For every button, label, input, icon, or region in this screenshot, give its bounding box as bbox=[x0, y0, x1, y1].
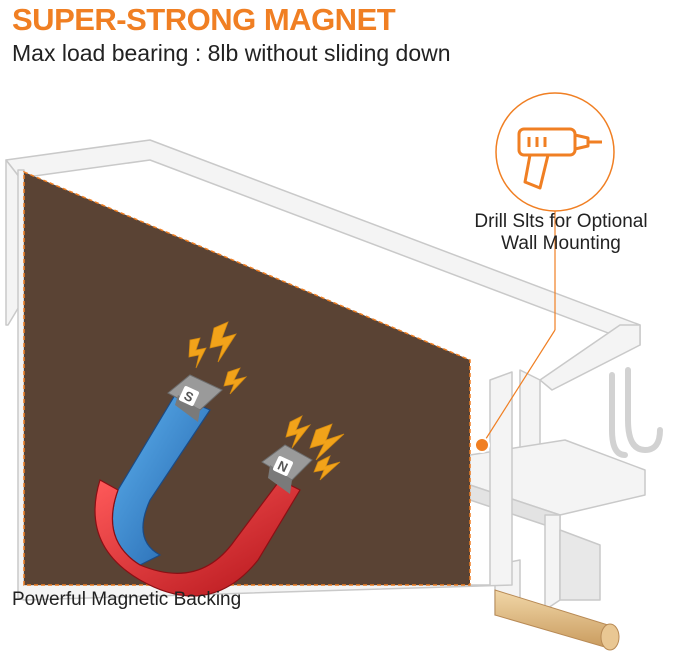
drill-slot-marker bbox=[474, 437, 490, 453]
subheadline: Max load bearing : 8lb without sliding d… bbox=[12, 40, 451, 66]
drill-slots-caption: Drill Slts for Optional Wall Mounting bbox=[454, 211, 668, 255]
drill-icon bbox=[517, 127, 602, 190]
lightning-icon bbox=[188, 321, 345, 481]
magnetic-backing-caption: Powerful Magnetic Backing bbox=[12, 589, 242, 610]
south-pole: S bbox=[167, 374, 223, 422]
north-pole: N bbox=[261, 444, 313, 494]
horseshoe-magnet-icon: S N bbox=[94, 374, 313, 597]
hooks bbox=[609, 367, 663, 458]
shelf-rack bbox=[5, 139, 646, 616]
drill-callout bbox=[474, 92, 615, 453]
headline: SUPER-STRONG MAGNET bbox=[12, 2, 396, 37]
wooden-rod bbox=[494, 589, 620, 651]
drill-caption-line2: Wall Mounting bbox=[501, 233, 621, 254]
drill-caption-line1: Drill Slts for Optional bbox=[474, 211, 648, 232]
